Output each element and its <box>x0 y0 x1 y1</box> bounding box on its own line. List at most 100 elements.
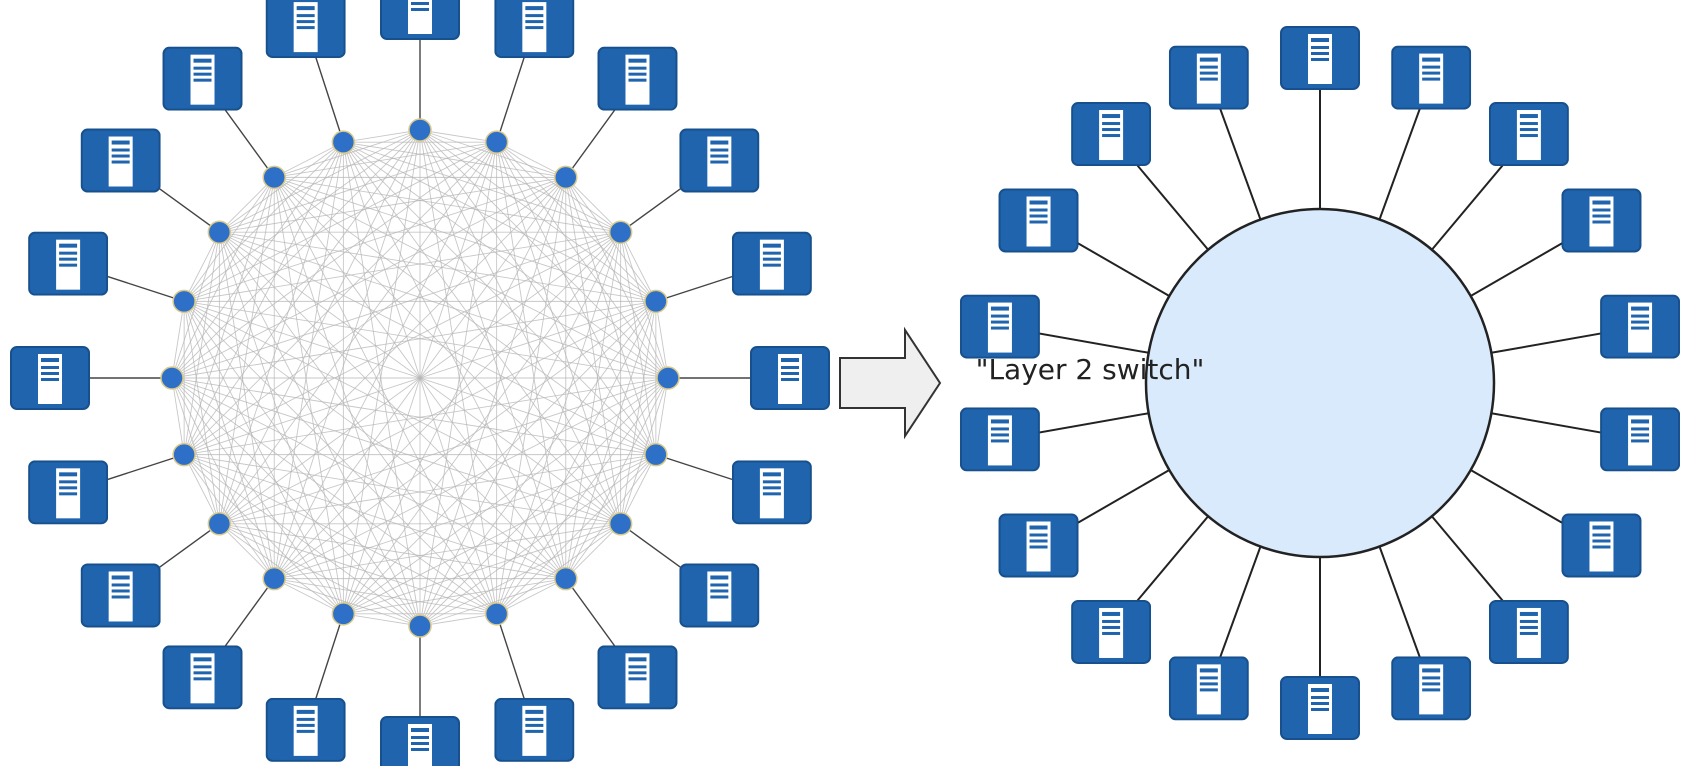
mesh-link <box>219 141 344 233</box>
server-icon <box>597 46 678 111</box>
mesh-link <box>218 232 421 627</box>
mesh-link <box>171 377 185 455</box>
mesh-link <box>218 177 275 524</box>
mesh-link <box>620 232 657 455</box>
mesh-link <box>343 141 621 233</box>
server-icon <box>959 407 1040 472</box>
mesh-link <box>655 377 669 455</box>
port-dot <box>644 442 668 467</box>
server-icon <box>28 460 109 525</box>
mesh-link <box>274 176 669 379</box>
mesh-link <box>183 232 220 302</box>
server-icon <box>1561 513 1642 578</box>
port-dot <box>408 118 432 142</box>
server-icon <box>731 460 812 525</box>
mesh-link <box>171 377 344 615</box>
server-icon <box>998 188 1079 253</box>
mesh-link <box>171 377 275 579</box>
port-dot <box>262 566 286 591</box>
mesh-link <box>183 301 220 524</box>
server-icon <box>679 128 760 193</box>
layer2-switch <box>1144 207 1496 559</box>
mesh-link <box>171 377 656 456</box>
server-icon <box>162 645 243 710</box>
server-icon <box>380 0 460 40</box>
mesh-link <box>419 129 621 233</box>
mesh-link <box>219 231 657 456</box>
mesh-link <box>343 141 566 178</box>
mesh-link <box>274 578 344 615</box>
server-icon <box>679 563 760 628</box>
mesh-link <box>419 142 498 627</box>
mesh-link <box>171 377 421 627</box>
mesh-link <box>496 141 566 178</box>
mesh-link <box>184 300 669 379</box>
mesh-link <box>171 232 220 379</box>
server-icon <box>1071 102 1152 167</box>
mesh-links <box>171 129 669 627</box>
mesh-link <box>274 141 497 178</box>
mesh-link <box>219 454 656 525</box>
mesh-link <box>219 129 421 233</box>
mesh-link <box>183 300 567 580</box>
mesh-link <box>219 523 421 627</box>
mesh-link <box>219 523 275 579</box>
mesh-link <box>183 301 275 579</box>
mesh-link <box>219 231 567 579</box>
mesh-link <box>171 301 185 379</box>
mesh-link <box>496 142 567 579</box>
mesh-link <box>496 177 567 614</box>
mesh-link <box>343 613 421 627</box>
port-dot <box>160 366 184 390</box>
mesh-link <box>183 141 344 302</box>
mesh-link <box>343 301 657 615</box>
port-dot <box>408 614 432 638</box>
mesh-link <box>219 177 275 233</box>
mesh-link <box>419 523 621 627</box>
mesh-link <box>343 578 566 615</box>
mesh-link <box>273 176 657 456</box>
mesh-link <box>171 377 621 525</box>
mesh-link <box>419 129 622 524</box>
server-icon <box>1561 188 1642 253</box>
mesh-link <box>183 300 621 525</box>
mesh-link <box>171 377 220 524</box>
server-icon <box>1168 656 1249 721</box>
server-icon <box>597 645 678 710</box>
mesh-link <box>274 578 421 627</box>
server-icon <box>265 697 346 762</box>
mesh-link <box>183 301 421 627</box>
switch-label: "Layer 2 switch" <box>975 353 1205 386</box>
mesh-link <box>342 141 498 615</box>
mesh-link <box>273 142 344 579</box>
mesh-link <box>218 232 344 615</box>
mesh-link <box>219 176 566 233</box>
server-icon <box>494 0 575 59</box>
mesh-link <box>219 523 566 580</box>
mesh-link <box>343 454 657 615</box>
mesh-link <box>343 129 421 143</box>
mesh-link <box>273 231 621 579</box>
mesh-link <box>183 177 275 302</box>
mesh-link <box>343 141 657 302</box>
port-dot <box>484 602 509 626</box>
mesh-link <box>274 176 621 233</box>
mesh-link <box>183 232 220 455</box>
port-dot <box>331 602 356 626</box>
port-dot <box>207 512 232 536</box>
port-dot <box>554 165 578 190</box>
port-dot <box>608 512 633 536</box>
server-icon <box>265 0 346 59</box>
server-icon <box>10 346 90 410</box>
mesh-link <box>171 377 497 615</box>
mesh-link <box>273 141 498 579</box>
mesh-link <box>419 613 497 627</box>
mesh-link <box>171 141 344 379</box>
mesh-link <box>620 232 657 302</box>
mesh-ports <box>160 118 680 638</box>
mesh-link <box>219 177 567 525</box>
server-icon <box>1280 676 1360 740</box>
server-icon <box>1488 102 1569 167</box>
mesh-link <box>655 301 669 379</box>
server-icon <box>731 231 812 296</box>
